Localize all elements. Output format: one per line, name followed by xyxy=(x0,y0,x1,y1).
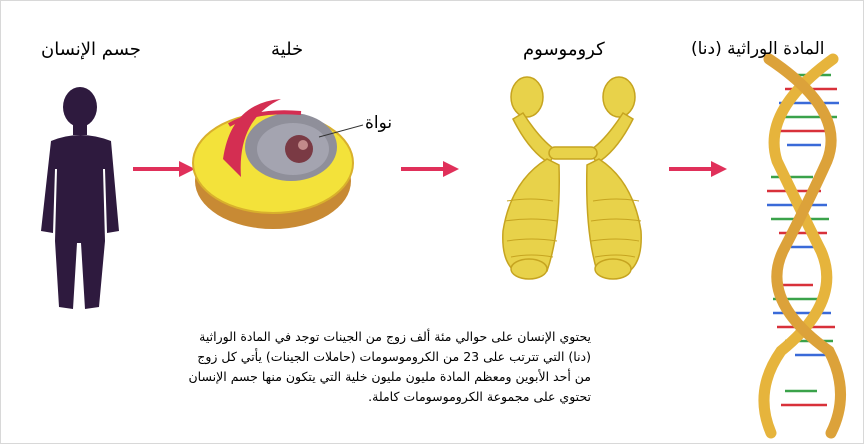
arrow-2 xyxy=(401,161,459,177)
chromosome xyxy=(503,77,641,279)
label-chromosome: كروموسوم xyxy=(523,39,605,60)
arrow-1 xyxy=(133,161,195,177)
label-cell: خلية xyxy=(271,39,303,60)
dna-helix xyxy=(764,59,841,433)
human-silhouette xyxy=(41,87,119,309)
label-nucleus: نواة xyxy=(365,113,392,133)
label-human-body: جسم الإنسان xyxy=(41,39,141,60)
paragraph-line-1: يحتوي الإنسان على حوالي مئة ألف زوج من ا… xyxy=(193,327,591,347)
paragraph-line-3: من أحد الأبوين ومعظم المادة مليون مليون … xyxy=(193,367,591,387)
arrow-3 xyxy=(669,161,727,177)
label-dna: المادة الوراثية (دنا) xyxy=(691,39,825,59)
description-paragraph: يحتوي الإنسان على حوالي مئة ألف زوج من ا… xyxy=(193,327,591,407)
paragraph-line-2: (دنا) التي تترتب على 23 من الكروموسومات … xyxy=(193,347,591,367)
cell xyxy=(193,99,353,229)
paragraph-line-4: تحتوي على مجموعة الكروموسومات كاملة. xyxy=(193,387,591,407)
